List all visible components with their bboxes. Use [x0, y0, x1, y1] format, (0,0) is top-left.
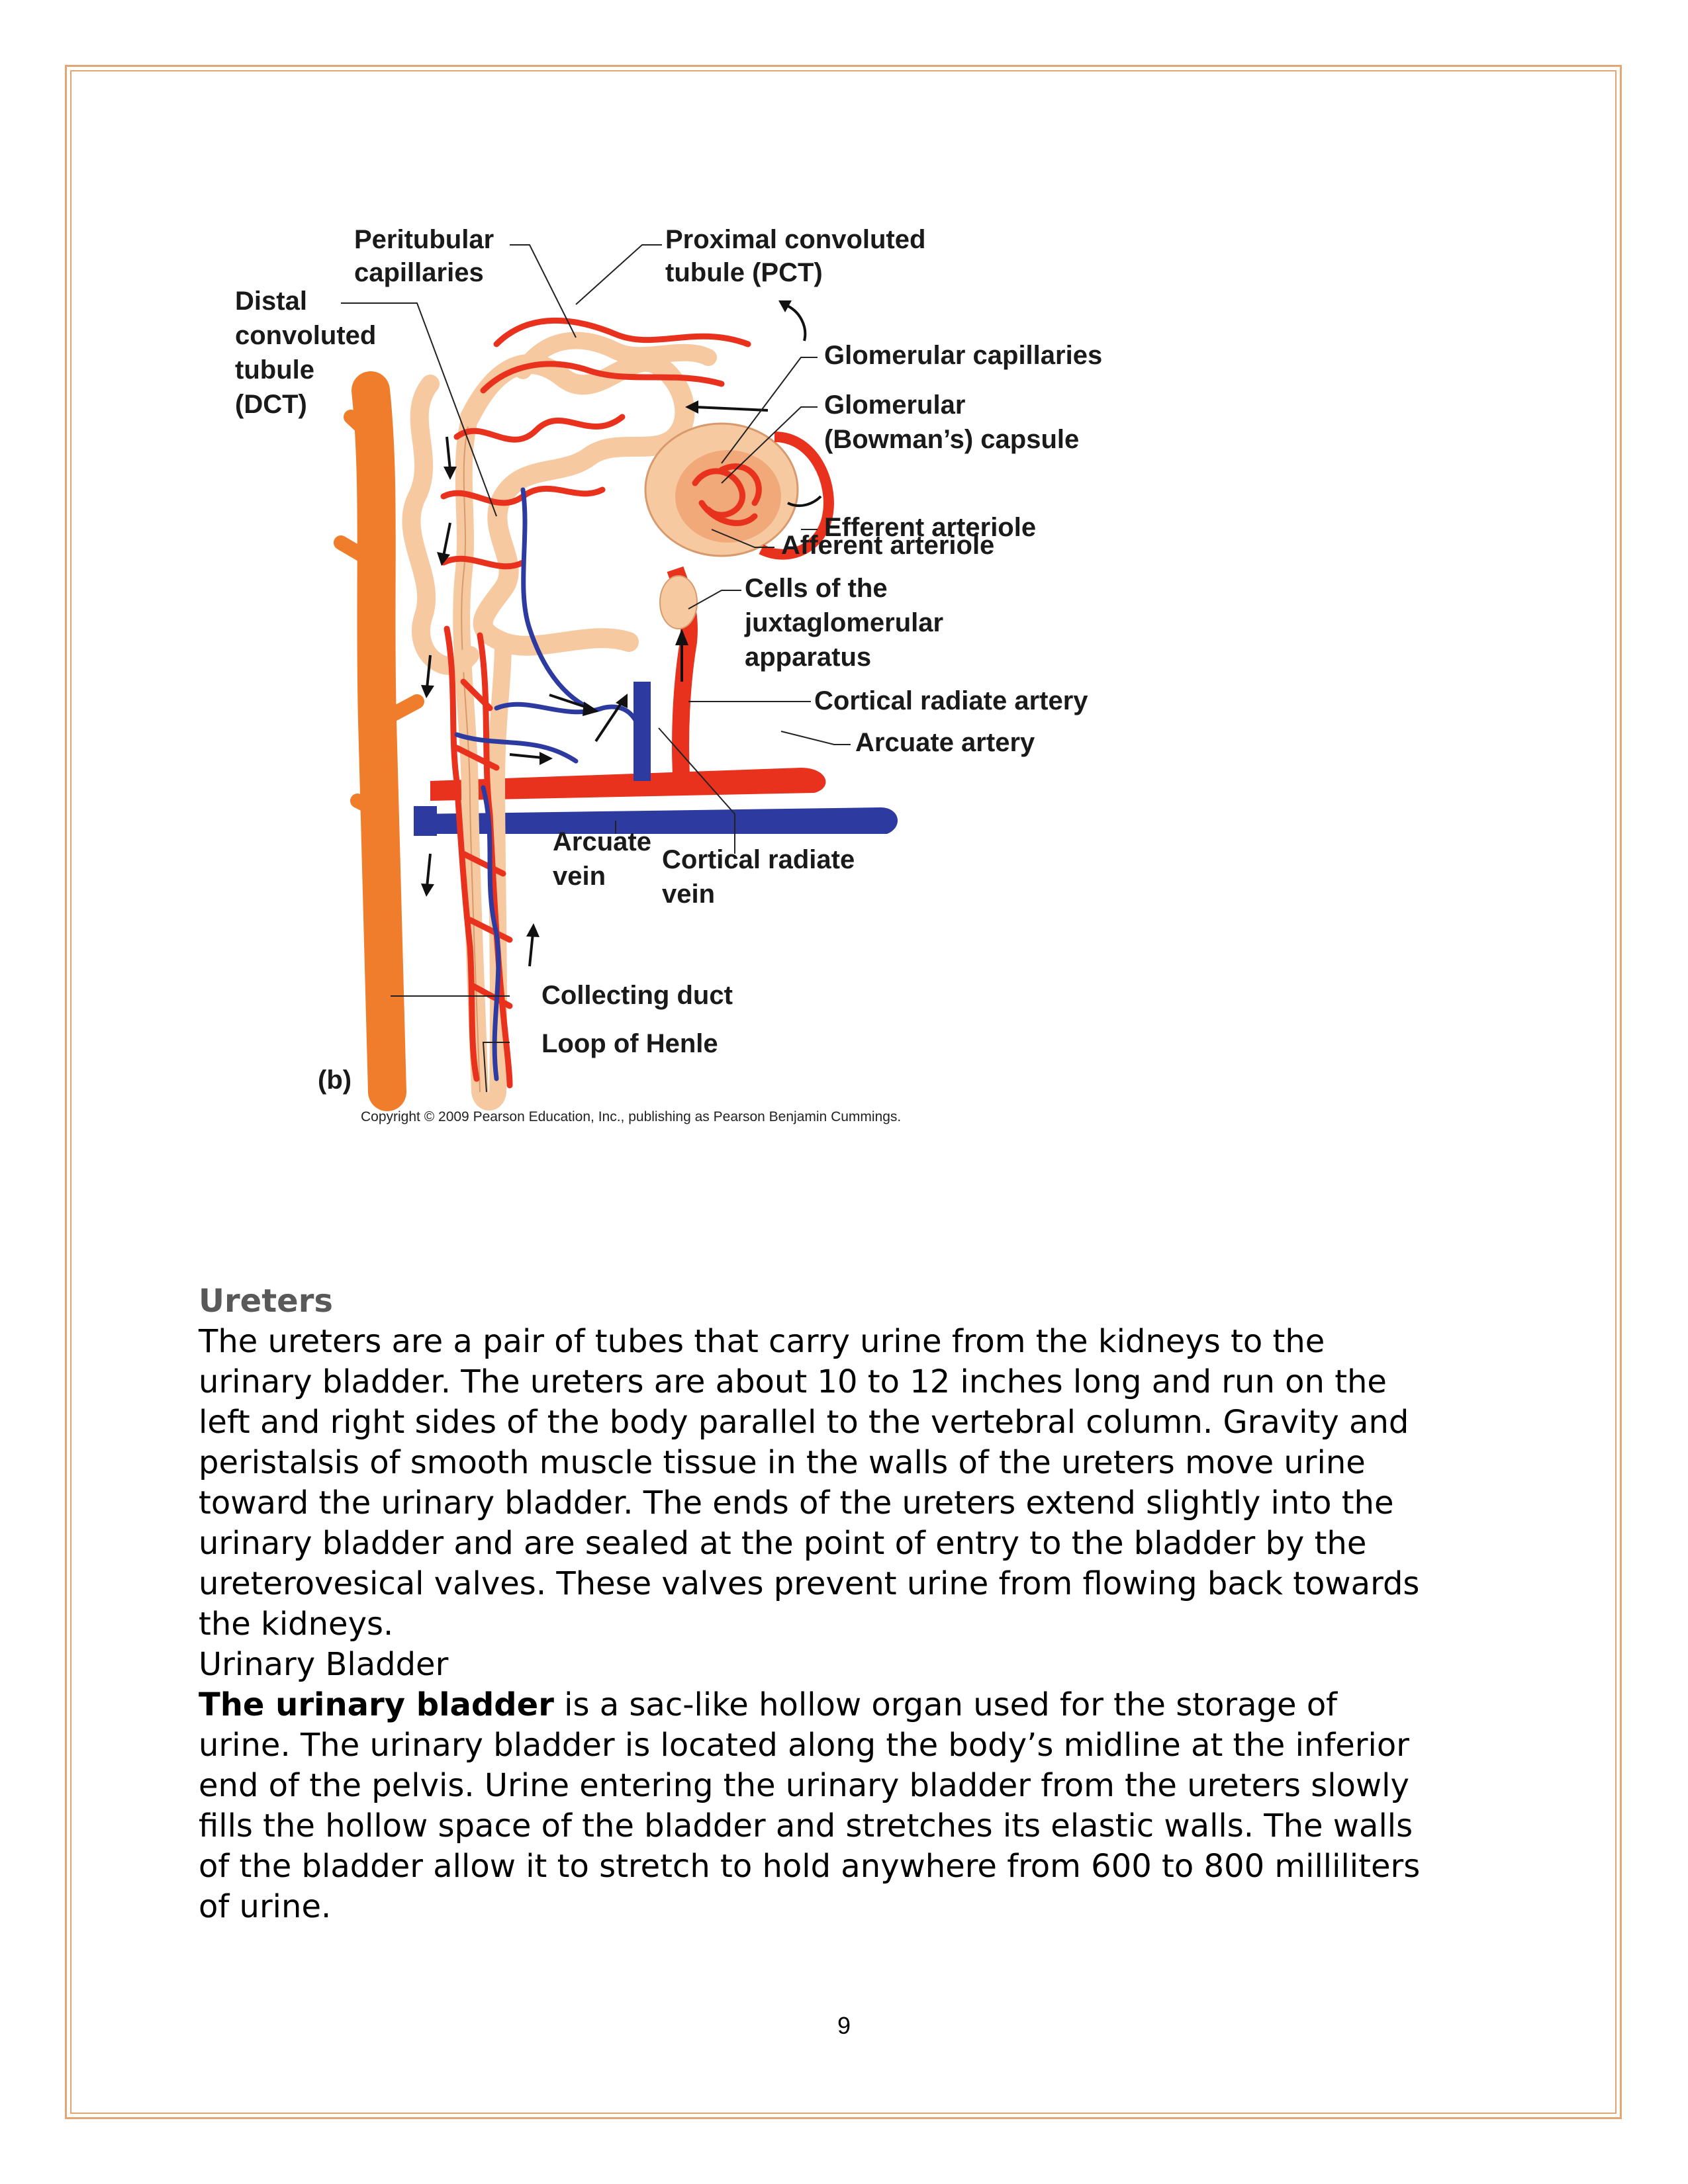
ureters-line: The ureters are a pair of tubes that car… [199, 1322, 1496, 1362]
label-loop-of-henle: Loop of Henle [541, 1029, 718, 1058]
label-arcuate-vein: Arcuate vein [553, 827, 659, 891]
collecting-duct-illustration [341, 390, 417, 1092]
nephron-figure: Peritubular capillaries Proximal convolu… [218, 218, 1178, 1145]
label-panel-b: (b) [318, 1066, 352, 1095]
label-bowman-capsule: Glomerular (Bowman’s) capsule [824, 390, 1079, 454]
label-afferent-arteriole: Afferent arteriole [781, 531, 994, 560]
ureters-line: urinary bladder and are sealed at the po… [199, 1524, 1496, 1564]
bladder-line: urine. The urinary bladder is located al… [199, 1725, 1496, 1766]
label-collecting-duct: Collecting duct [541, 981, 733, 1010]
ureters-line: the kidneys. [199, 1604, 1496, 1645]
label-arcuate-artery: Arcuate artery [855, 728, 1035, 757]
ureters-line: urinary bladder. The ureters are about 1… [199, 1362, 1496, 1402]
ureters-section: Ureters The ureters are a pair of tubes … [199, 1281, 1496, 1927]
ureters-line: ureterovesical valves. These valves prev… [199, 1564, 1496, 1604]
bladder-line: end of the pelvis. Urine entering the ur… [199, 1766, 1496, 1806]
bladder-bold-term: The urinary bladder [199, 1686, 554, 1723]
label-pct: Proximal convoluted tubule (PCT) [665, 225, 933, 287]
label-glomerular-capillaries: Glomerular capillaries [824, 341, 1102, 370]
label-cortical-radiate-artery: Cortical radiate artery [814, 686, 1088, 715]
figure-copyright: Copyright © 2009 Pearson Education, Inc.… [361, 1109, 901, 1125]
bladder-first-rest: is a sac-like hollow organ used for the … [554, 1686, 1337, 1723]
label-peritubular: Peritubular capillaries [354, 225, 501, 287]
ureters-line: left and right sides of the body paralle… [199, 1402, 1496, 1443]
ureters-heading: Ureters [199, 1281, 1496, 1322]
bladder-line: fills the hollow space of the bladder an… [199, 1806, 1496, 1846]
ureters-line: peristalsis of smooth muscle tissue in t… [199, 1443, 1496, 1483]
label-jga: Cells of the juxtaglomerular apparatus [744, 574, 951, 672]
bladder-line: of urine. [199, 1887, 1496, 1927]
label-cortical-radiate-vein: Cortical radiate vein [662, 845, 862, 909]
bladder-first-line: The urinary bladder is a sac-like hollow… [199, 1685, 1496, 1725]
page-number: 9 [0, 2012, 1688, 2040]
ureters-line: toward the urinary bladder. The ends of … [199, 1483, 1496, 1524]
bladder-heading: Urinary Bladder [199, 1645, 1496, 1685]
bladder-line: of the bladder allow it to stretch to ho… [199, 1846, 1496, 1887]
